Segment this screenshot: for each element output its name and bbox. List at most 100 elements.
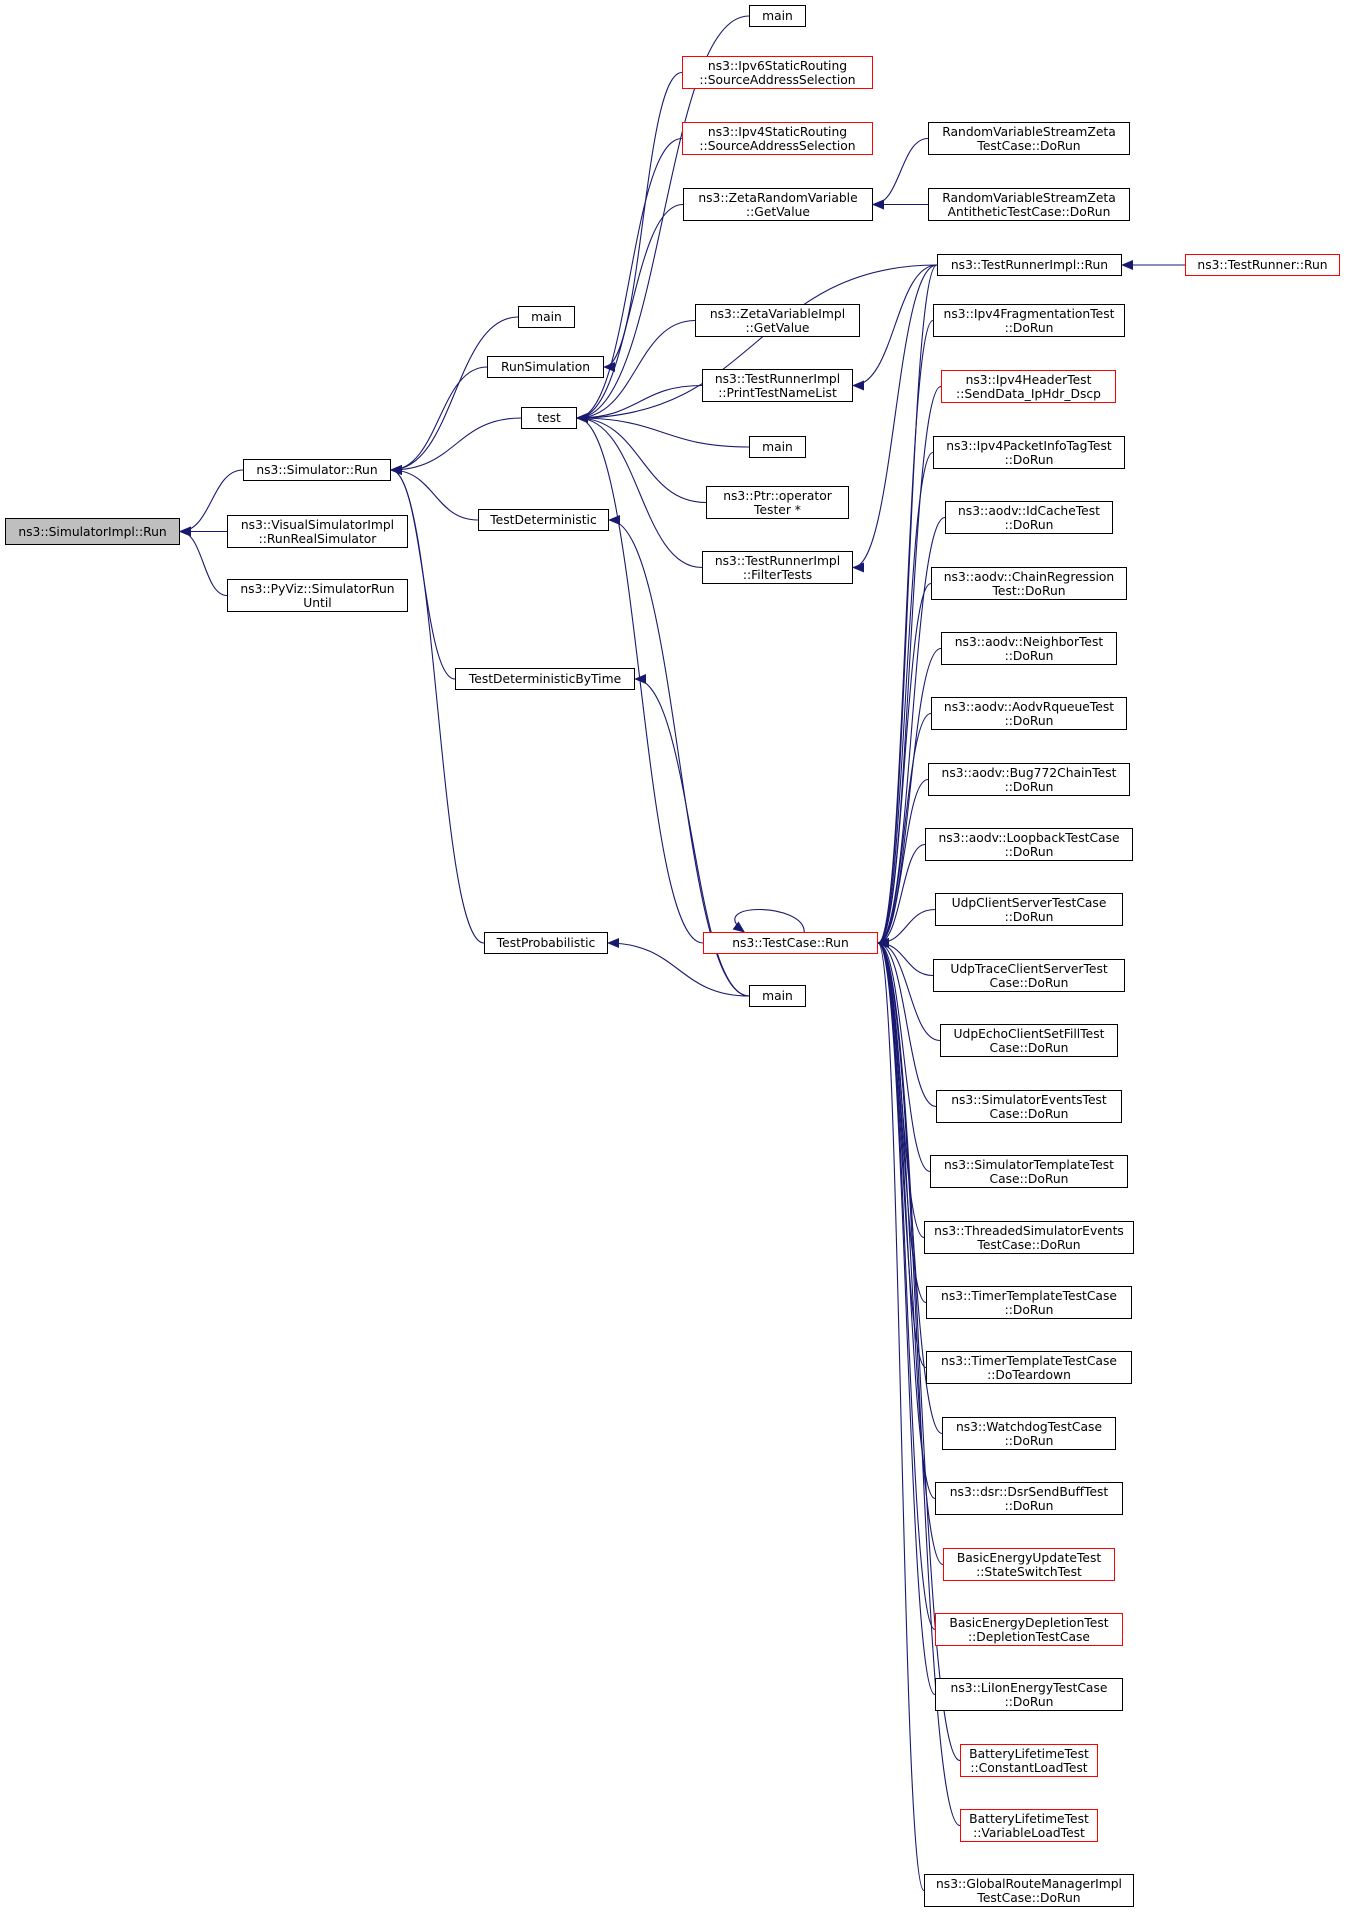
node-label-line1: UdpClientServerTestCase [951,895,1107,910]
caller-node-ns3-dsr-dsrsendbufftest-dorun[interactable]: ns3::dsr::DsrSendBuffTest::DoRun [935,1482,1123,1515]
caller-node-ns3-zetarandomvariable-getvalue[interactable]: ns3::ZetaRandomVariable::GetValue [683,188,873,221]
node-label-line2: ::SourceAddressSelection [699,138,856,153]
node-label-line2: ::PrintTestNameList [718,385,837,400]
caller-node-ns3-ipv4headertest-senddata-iphdr-dscp[interactable]: ns3::Ipv4HeaderTest::SendData_IpHdr_Dscp [941,370,1116,403]
node-label-line1: ns3::TestCase::Run [732,936,849,950]
caller-node-ns3-testcase-run[interactable]: ns3::TestCase::Run [703,932,878,954]
node-label-line2: AntitheticTestCase::DoRun [947,204,1111,219]
caller-node-ns3-testrunnerimpl-filtertests[interactable]: ns3::TestRunnerImpl::FilterTests [702,551,853,584]
caller-node-basicenergyupdatetest-stateswitchtest[interactable]: BasicEnergyUpdateTest::StateSwitchTest [943,1548,1115,1581]
caller-node-main[interactable]: main [749,985,806,1007]
call-edge [576,413,750,448]
call-edge [852,264,938,573]
caller-node-ns3-liionenergytestcase-dorun[interactable]: ns3::LiIonEnergyTestCase::DoRun [935,1678,1123,1711]
caller-node-ns3-aodv-idcachetest-dorun[interactable]: ns3::aodv::IdCacheTest::DoRun [945,501,1113,534]
caller-node-ns3-ipv4staticrouting-sourceaddressselection[interactable]: ns3::Ipv4StaticRouting::SourceAddressSel… [682,122,873,155]
node-label-line1: test [537,411,561,425]
node-label-line1: BatteryLifetimeTest [969,1811,1089,1826]
caller-node-ns3-ipv6staticrouting-sourceaddressselection[interactable]: ns3::Ipv6StaticRouting::SourceAddressSel… [682,56,873,89]
node-label-line2: ::DoRun [1004,320,1054,335]
caller-node-ns3-aodv-bug772chaintest-dorun[interactable]: ns3::aodv::Bug772ChainTest::DoRun [928,763,1130,796]
node-label-line1: ns3::WatchdogTestCase [955,1419,1103,1434]
caller-node-ns3-watchdogtestcase-dorun[interactable]: ns3::WatchdogTestCase::DoRun [942,1417,1116,1450]
caller-node-ns3-aodv-neighbortest-dorun[interactable]: ns3::aodv::NeighborTest::DoRun [941,632,1117,665]
call-edge [634,674,750,997]
node-label-line1: ns3::ZetaVariableImpl [709,306,846,321]
caller-node-ns3-ipv4packetinfotagtest-dorun[interactable]: ns3::Ipv4PacketInfoTagTest::DoRun [933,436,1125,469]
node-label-line2: ::GetValue [746,204,810,219]
caller-node-test[interactable]: test [521,407,577,429]
call-edge [390,465,485,944]
caller-node-ns3-ipv4fragmentationtest-dorun[interactable]: ns3::Ipv4FragmentationTest::DoRun [933,304,1125,337]
node-label-line1: main [762,9,793,23]
call-edge [576,384,703,423]
caller-node-ns3-timertemplatetestcase-doteardown[interactable]: ns3::TimerTemplateTestCase::DoTeardown [926,1351,1132,1384]
node-label-line2: ::VariableLoadTest [973,1825,1085,1840]
call-edge [390,417,522,475]
node-label-line1: TestProbabilistic [496,936,596,950]
caller-node-ns3-testrunner-run[interactable]: ns3::TestRunner::Run [1185,254,1340,276]
node-label-line2: TestCase::DoRun [977,1890,1081,1905]
caller-node-batterylifetimetest-constantloadtest[interactable]: BatteryLifetimeTest::ConstantLoadTest [960,1744,1098,1777]
call-edge [877,938,944,1566]
caller-node-basicenergydepletiontest-depletiontestcase[interactable]: BasicEnergyDepletionTest::DepletionTestC… [935,1613,1123,1646]
node-label-line1: RandomVariableStreamZeta [942,190,1116,205]
node-label-line1: main [762,440,793,454]
node-label-line2: ::ConstantLoadTest [970,1760,1088,1775]
caller-node-ns3-zetavariableimpl-getvalue[interactable]: ns3::ZetaVariableImpl::GetValue [695,304,860,337]
node-label-line1: main [762,989,793,1003]
call-edge [576,203,684,423]
caller-node-ns3-simulator-run[interactable]: ns3::Simulator::Run [243,459,391,481]
caller-node-udpclientservertestcase-dorun[interactable]: UdpClientServerTestCase::DoRun [935,893,1123,926]
node-label-line2: ::DoRun [1004,909,1054,924]
node-label-line1: RandomVariableStreamZeta [942,124,1116,139]
node-label-line1: ns3::TestRunnerImpl::Run [950,258,1109,272]
caller-node-ns3-testrunnerimpl-printtestnamelist[interactable]: ns3::TestRunnerImpl::PrintTestNameList [702,369,853,402]
node-label-line1: ns3::aodv::ChainRegression [943,569,1115,584]
call-edge [576,413,707,504]
caller-node-ns3-aodv-aodvrqueuetest-dorun[interactable]: ns3::aodv::AodvRqueueTest::DoRun [931,697,1127,730]
caller-node-runsimulation[interactable]: RunSimulation [487,356,604,378]
caller-node-main[interactable]: main [749,436,806,458]
node-label-line1: ns3::LiIonEnergyTestCase [950,1680,1108,1695]
node-label-line1: ns3::SimulatorTemplateTest [944,1157,1114,1172]
node-label-line1: ns3::aodv::NeighborTest [954,634,1104,649]
call-edge [877,712,932,948]
caller-node-testdeterministic[interactable]: TestDeterministic [478,509,609,531]
caller-node-testdeterministicbytime[interactable]: TestDeterministicByTime [455,668,635,690]
caller-node-ns3-timertemplatetestcase-dorun[interactable]: ns3::TimerTemplateTestCase::DoRun [926,1286,1132,1319]
caller-node-ns3-aodv-loopbacktestcase-dorun[interactable]: ns3::aodv::LoopbackTestCase::DoRun [925,828,1133,861]
caller-node-batterylifetimetest-variableloadtest[interactable]: BatteryLifetimeTest::VariableLoadTest [960,1809,1098,1842]
caller-node-main[interactable]: main [749,5,806,27]
node-label-line2: ::SourceAddressSelection [699,72,856,87]
node-label-line2: ::DepletionTestCase [968,1629,1090,1644]
caller-node-main[interactable]: main [518,306,575,328]
node-label-line1: BatteryLifetimeTest [969,1746,1089,1761]
node-label-line1: ns3::TimerTemplateTestCase [941,1288,1117,1303]
call-edge [852,264,938,391]
node-label-line2: ::DoRun [1004,648,1054,663]
caller-node-ns3-testrunnerimpl-run[interactable]: ns3::TestRunnerImpl::Run [937,254,1122,276]
node-label-line1: UdpEchoClientSetFillTest [953,1026,1105,1041]
node-label-line1: ns3::TestRunnerImpl [714,371,841,386]
call-edge [877,582,932,948]
caller-node-testprobabilistic[interactable]: TestProbabilistic [484,932,608,954]
node-label-line1: ns3::dsr::DsrSendBuffTest [949,1484,1109,1499]
call-edge [576,413,703,569]
call-edge [877,938,925,1892]
caller-node-ns3-visualsimulatorimpl-runrealsimulator[interactable]: ns3::VisualSimulatorImpl::RunRealSimulat… [227,515,408,548]
node-label-line2: ::DoRun [1004,844,1054,859]
node-label-line2: ::DoRun [1004,517,1054,532]
